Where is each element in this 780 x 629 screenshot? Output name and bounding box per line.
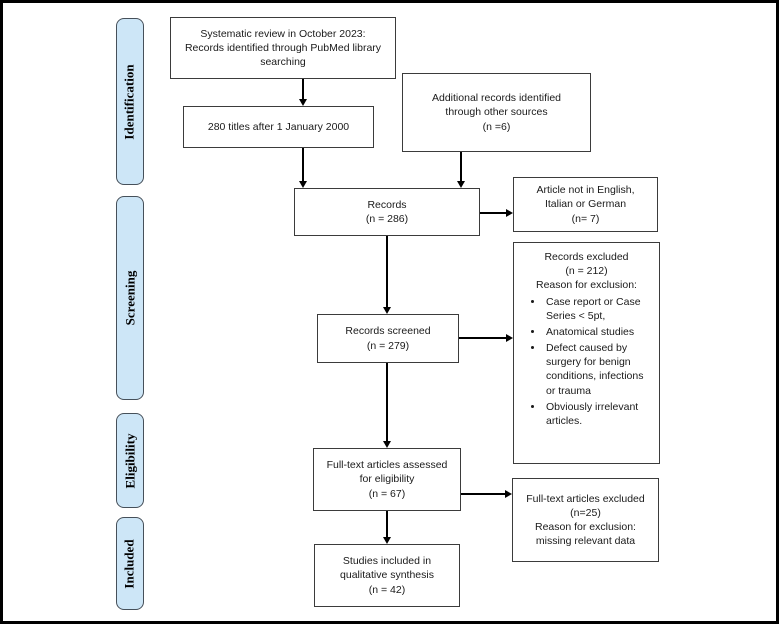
flow-box-text: Article not in English, Italian or Germa… [536,184,635,225]
flow-box-text: Full-text articles assessed for eligibil… [326,459,448,500]
arrowhead-down-icon [298,99,307,106]
flow-box-records: Records (n = 286) [294,188,480,236]
arrow-line-fulltext-to-included [386,511,388,538]
exclusion-reason-list: Case report or Case Series < 5pt, Anatom… [518,295,655,429]
stage-identification: Identification [116,18,144,185]
arrow-line-screened-to-fulltext [386,363,388,442]
flow-box-additional-records: Additional records identified through ot… [402,73,591,152]
arrow-line-screened-to-excluded [459,337,507,339]
flow-box-text: Records screened (n = 279) [345,325,431,352]
flow-box-titles-after-2000: 280 titles after 1 January 2000 [183,106,374,148]
records-excluded-title: Records excluded [544,251,629,263]
records-excluded-count: (n = 212) [565,265,608,278]
arrow-line-titles-to-records [302,148,304,182]
arrow-line-records-to-screened [386,236,388,308]
flow-box-text: Additional records identified through ot… [432,92,561,133]
arrowhead-right-icon [505,489,512,498]
flow-box-records-excluded: Records excluded (n = 212) Reason for ex… [513,242,660,464]
exclusion-reason-item: Anatomical studies [544,325,655,339]
stage-label: Identification [122,63,137,140]
arrowhead-down-icon [298,181,307,188]
stage-screening: Screening [116,196,144,400]
arrowhead-down-icon [382,441,391,448]
flow-box-text: 280 titles after 1 January 2000 [207,120,350,133]
flow-box-text: Full-text articles excluded (n=25) Reaso… [526,492,645,548]
stage-label: Included [122,538,138,589]
arrowhead-right-icon [506,333,513,342]
arrow-line-pubmed-to-titles [302,79,304,100]
exclusion-reason-item: Defect caused by surgery for benign cond… [544,341,655,398]
arrowhead-down-icon [382,537,391,544]
arrowhead-down-icon [382,307,391,314]
flow-box-text: Studies included in qualitative synthesi… [340,555,434,596]
flow-box-fulltext-assessed: Full-text articles assessed for eligibil… [313,448,461,511]
flow-box-fulltext-excluded: Full-text articles excluded (n=25) Reaso… [512,478,659,562]
exclusion-reason-item: Obviously irrelevant articles. [544,400,655,428]
arrow-line-fulltext-to-excluded [461,493,506,495]
stage-eligibility: Eligibility [116,413,144,508]
flow-box-text: Systematic review in October 2023: Recor… [184,27,382,69]
flow-box-pubmed-search: Systematic review in October 2023: Recor… [170,17,396,79]
records-excluded-reason: Reason for exclusion: [536,279,637,292]
arrowhead-right-icon [506,208,513,217]
stage-label: Screening [122,270,137,326]
stage-label: Eligibility [122,433,137,488]
arrow-line-additional-to-records [460,152,462,182]
flow-box-studies-included: Studies included in qualitative synthesi… [314,544,460,607]
exclusion-reason-item: Case report or Case Series < 5pt, [544,295,655,323]
flow-box-text: Records (n = 286) [365,198,409,225]
arrow-line-records-to-language-excluded [480,212,507,214]
flow-box-language-excluded: Article not in English, Italian or Germa… [513,177,658,232]
stage-included: Included [116,517,144,610]
arrowhead-down-icon [456,181,465,188]
flow-box-records-screened: Records screened (n = 279) [317,314,459,363]
